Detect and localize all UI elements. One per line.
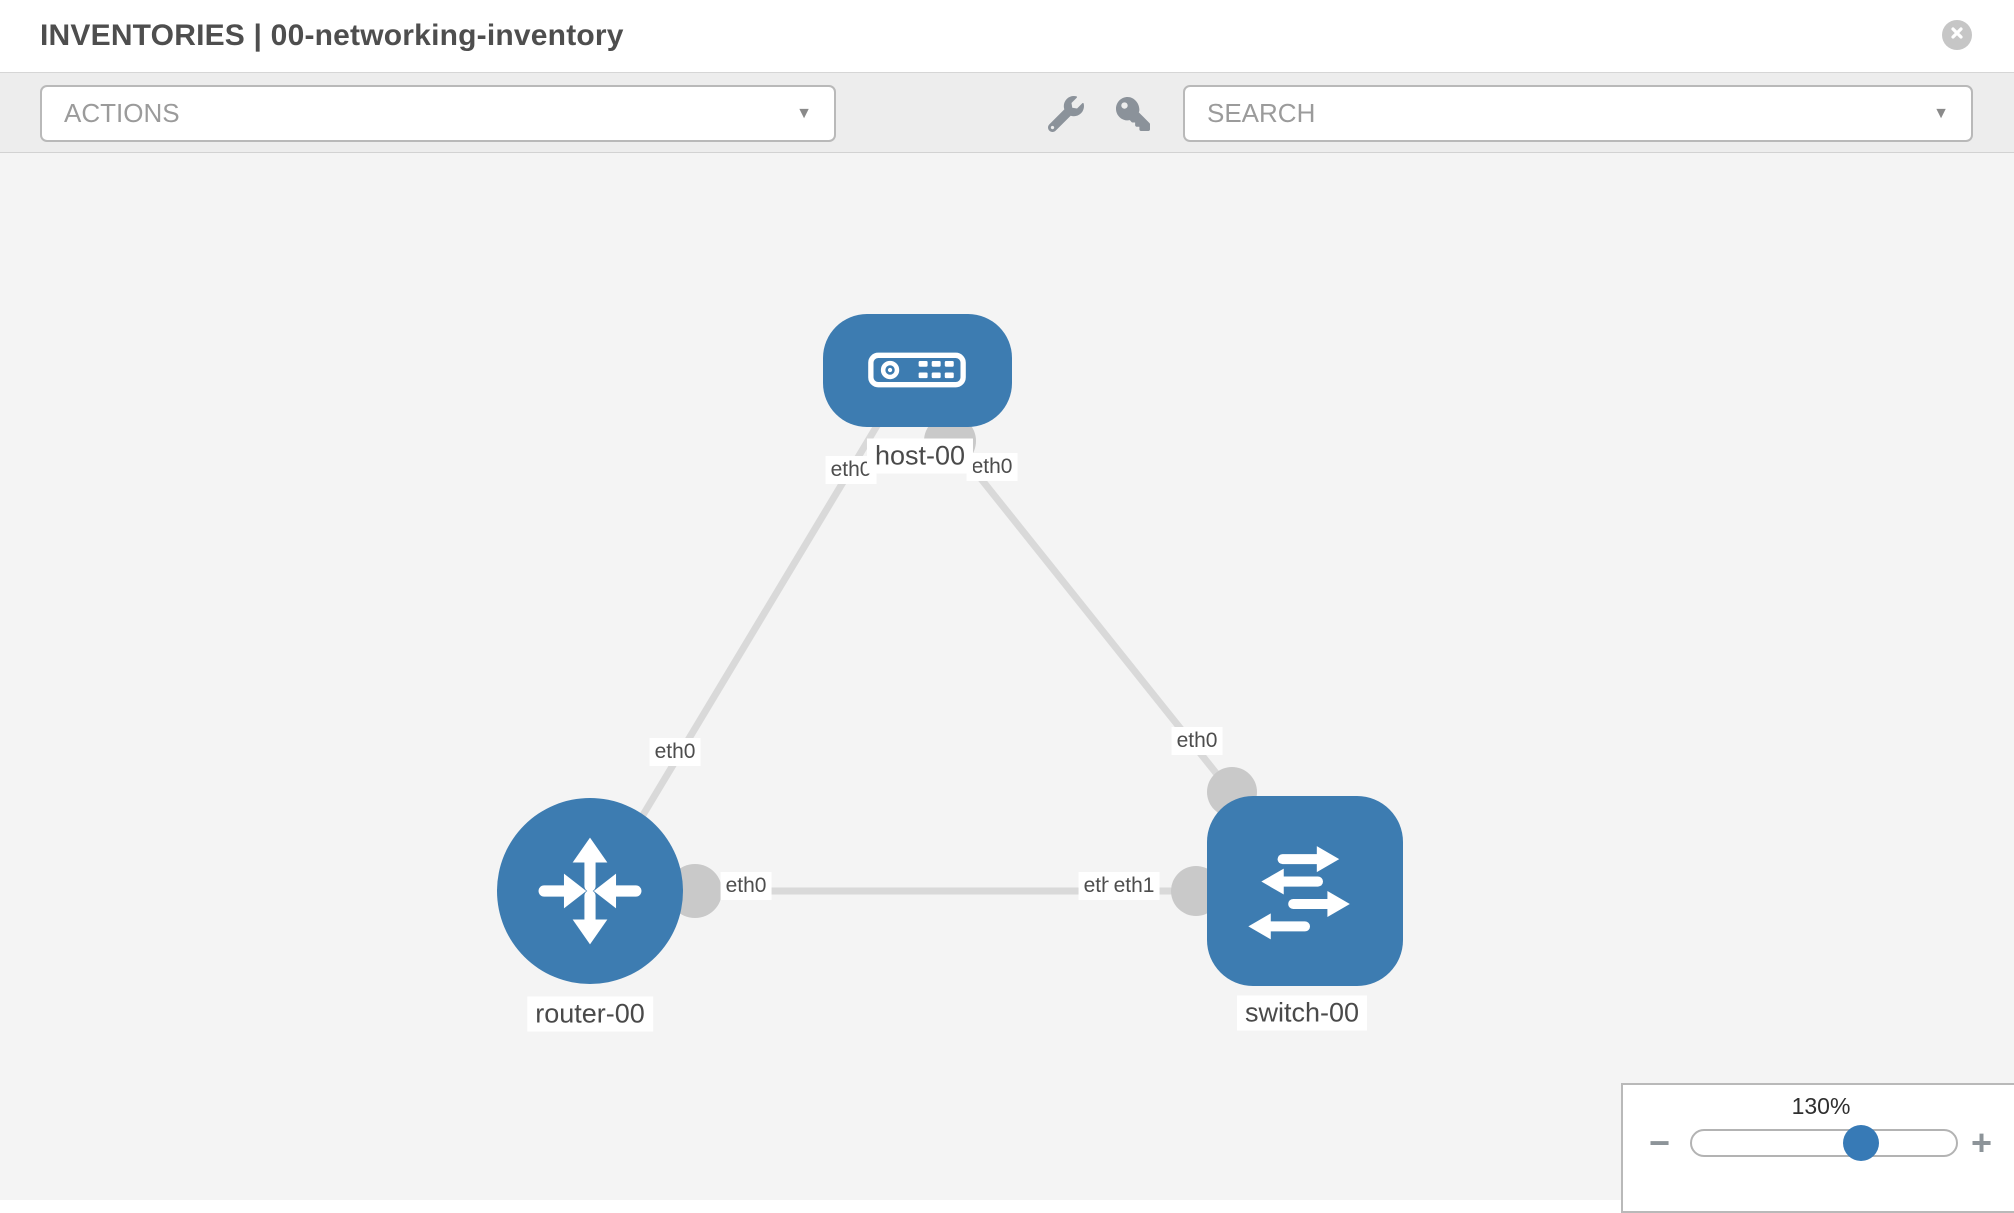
edge-label: eth0	[649, 738, 701, 766]
actions-dropdown[interactable]: ACTIONS ▼	[40, 85, 836, 142]
close-icon	[1949, 25, 1965, 46]
zoom-level-value: 130%	[1791, 1093, 1851, 1119]
key-icon	[1116, 96, 1150, 131]
close-button[interactable]	[1942, 20, 1972, 50]
switch-icon	[1246, 830, 1364, 952]
toolbar: ACTIONS ▼ SEARCH ▼	[0, 72, 2014, 153]
node-label-host: host-00	[866, 438, 974, 474]
credentials-button[interactable]	[1116, 73, 1150, 154]
edge-label: eth0	[966, 453, 1018, 481]
edge-label: eth1	[1108, 872, 1160, 900]
actions-dropdown-label: ACTIONS	[64, 98, 180, 128]
router-icon	[528, 828, 652, 954]
zoom-out-button[interactable]: −	[1649, 1122, 1671, 1163]
search-dropdown[interactable]: SEARCH ▼	[1183, 85, 1973, 142]
zoom-control-panel: 130% − +	[1621, 1083, 2014, 1213]
zoom-slider-knob[interactable]	[1842, 1125, 1879, 1161]
page-title: INVENTORIES | 00-networking-inventory	[40, 19, 624, 52]
chevron-down-icon: ▼	[796, 104, 812, 122]
edge-label: eth0	[720, 872, 772, 900]
node-switch[interactable]	[1207, 796, 1403, 986]
configure-button[interactable]	[1048, 73, 1084, 154]
chevron-down-icon: ▼	[1933, 104, 1949, 122]
edge-label: eth0	[1171, 727, 1223, 755]
node-host[interactable]	[822, 313, 1012, 427]
zoom-slider-track[interactable]	[1690, 1125, 1958, 1161]
page-header: INVENTORIES | 00-networking-inventory	[0, 0, 2014, 72]
zoom-in-button[interactable]: +	[1971, 1122, 1993, 1163]
node-router[interactable]	[497, 798, 683, 984]
links-layer	[640, 415, 1257, 918]
search-dropdown-label: SEARCH	[1207, 98, 1316, 128]
node-label-router: router-00	[527, 996, 653, 1032]
node-label-switch: switch-00	[1236, 995, 1368, 1031]
wrench-icon	[1048, 95, 1084, 132]
topology-canvas[interactable]: host-00 router-00 switch-00 eth0 eth0 eth0…	[0, 153, 2014, 1200]
server-icon	[868, 352, 966, 388]
